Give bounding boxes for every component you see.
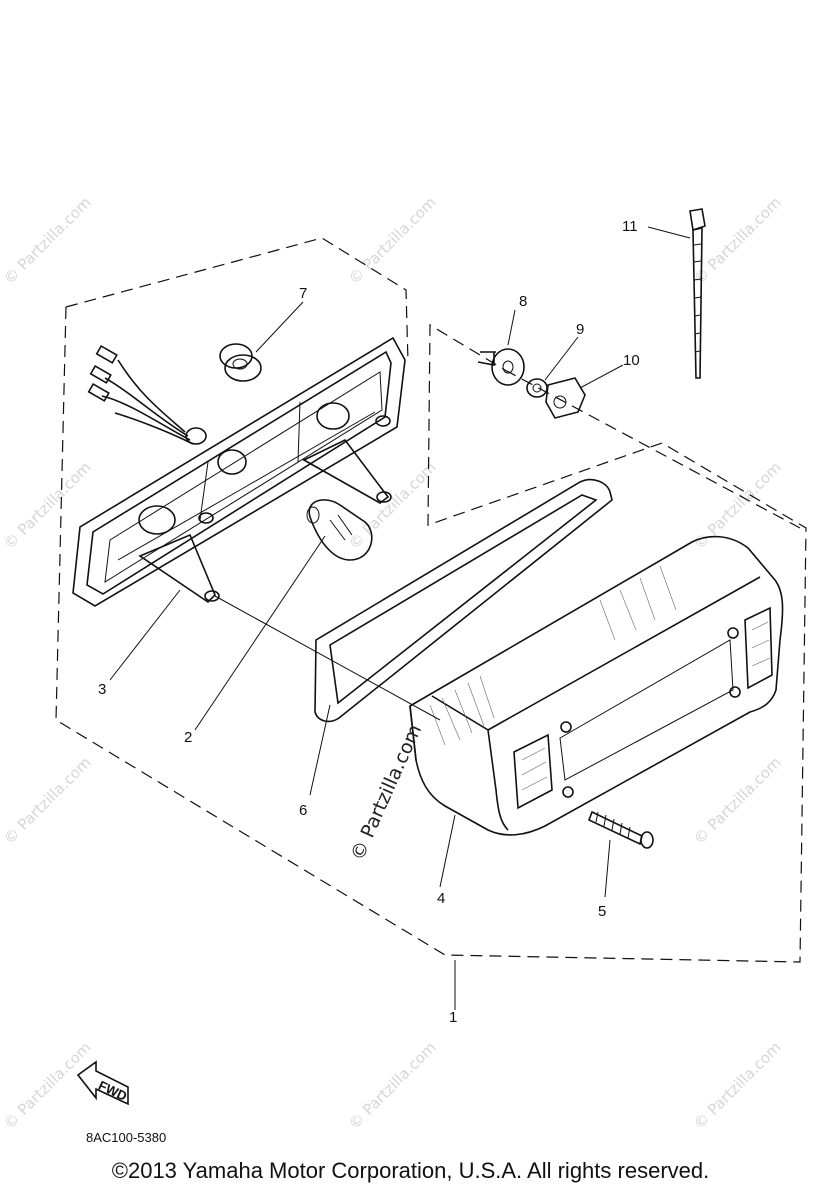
center-watermark: © Partzilla.com [346, 721, 426, 864]
callout-3: 3 [98, 681, 106, 698]
diagram-code: 8AC100-5380 [86, 1130, 166, 1145]
assembly-outline-upper [55, 237, 807, 963]
watermark: © Partzilla.com [0, 458, 95, 553]
watermark: © Partzilla.com [0, 1038, 95, 1133]
watermark: © Partzilla.com [345, 1038, 440, 1133]
callout-2: 2 [184, 729, 192, 746]
mounting-hardware [477, 348, 586, 419]
assembly-outline-right [504, 369, 801, 529]
watermark: © Partzilla.com [690, 458, 785, 553]
leader-lines [109, 226, 691, 1010]
callout-7: 7 [299, 285, 307, 302]
gasket [314, 478, 613, 723]
callout-4: 4 [437, 890, 445, 907]
callout-8: 8 [519, 293, 527, 310]
watermark: © Partzilla.com [345, 458, 440, 553]
watermark: © Partzilla.com [0, 753, 95, 848]
lamp-housing [72, 336, 406, 607]
cable-tie [689, 208, 706, 379]
grommet [219, 343, 262, 382]
callout-1: 1 [449, 1009, 457, 1026]
watermark: © Partzilla.com [0, 193, 95, 288]
callout-labels: 1 2 3 4 5 6 7 8 9 10 11 [98, 218, 640, 1026]
watermark: © Partzilla.com [345, 193, 440, 288]
callout-11: 11 [622, 218, 638, 235]
screw [587, 810, 654, 849]
callout-6: 6 [299, 802, 307, 819]
fwd-label: FWD [96, 1078, 129, 1104]
lens [409, 535, 784, 836]
watermark: © Partzilla.com [690, 1038, 785, 1133]
watermark-layer: © Partzilla.com © Partzilla.com © Partzi… [0, 193, 785, 1133]
watermark: © Partzilla.com [690, 193, 785, 288]
watermark: © Partzilla.com [690, 753, 785, 848]
callout-10: 10 [623, 352, 640, 369]
copyright-notice: ©2013 Yamaha Motor Corporation, U.S.A. A… [111, 1158, 710, 1183]
callout-5: 5 [598, 903, 606, 920]
bulb [306, 499, 373, 561]
callout-9: 9 [576, 321, 584, 338]
fwd-arrow-icon: FWD [76, 1060, 129, 1106]
